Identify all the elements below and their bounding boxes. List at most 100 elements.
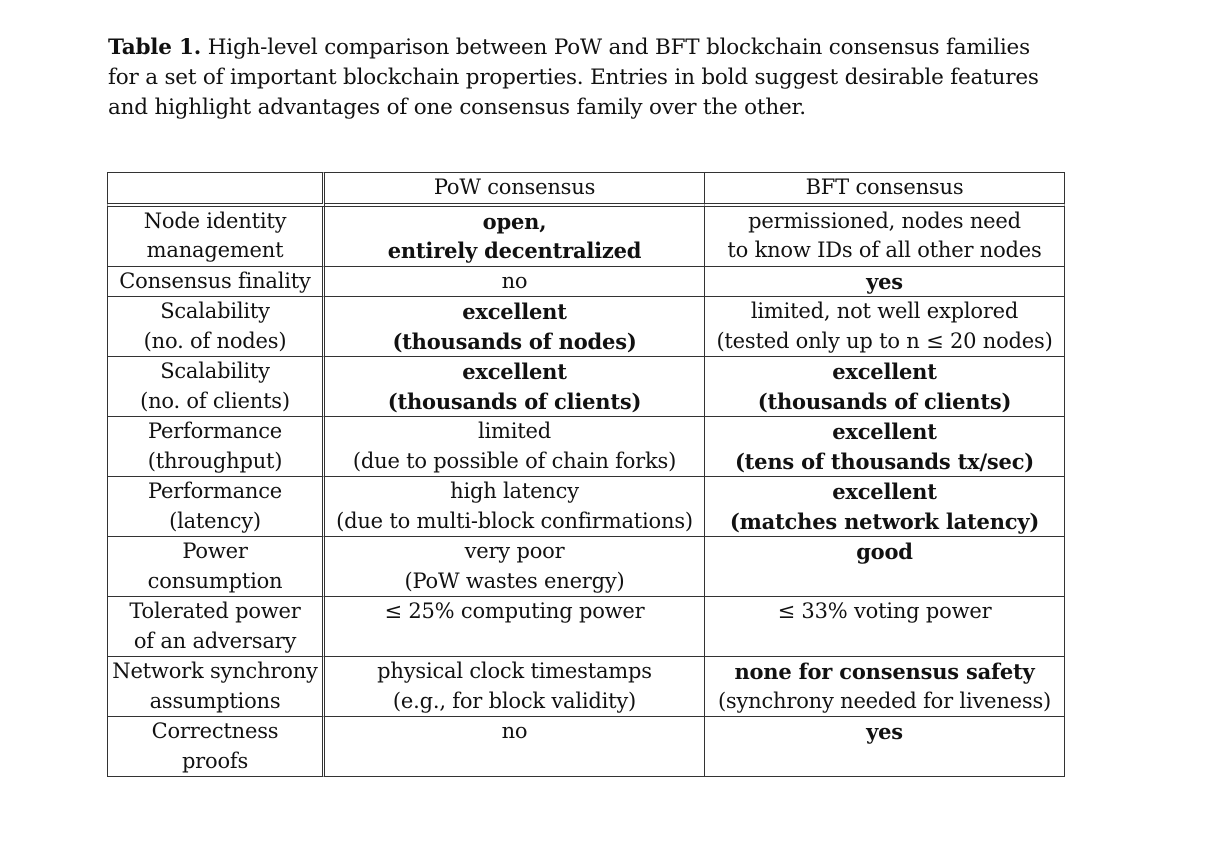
property-cell-line: Scalability <box>160 299 270 323</box>
property-cell: Scalability (no. of clients) <box>107 357 325 417</box>
property-cell-line: Tolerated power <box>129 599 301 623</box>
comparison-table-container: PoW consensus BFT consensus Node identit… <box>107 172 1065 777</box>
bft-cell-line: to know IDs of all other nodes <box>727 238 1042 262</box>
pow-cell-line: ≤ 25% computing power <box>384 599 645 623</box>
property-cell: Node identity management <box>107 206 325 267</box>
property-cell-line: (no. of nodes) <box>143 328 287 353</box>
pow-cell: very poor (PoW wastes energy) <box>325 537 704 597</box>
table-row: Tolerated power of an adversary ≤ 25% comp… <box>107 597 1065 657</box>
bft-cell: excellent (thousands of clients) <box>704 357 1065 417</box>
pow-cell-line: (due to possible of chain forks) <box>352 448 677 473</box>
property-cell-line: Node identity <box>143 208 287 233</box>
pow-cell: no <box>325 717 704 777</box>
header-cell-property <box>107 172 325 207</box>
comparison-table: PoW consensus BFT consensus Node identit… <box>107 172 1065 777</box>
bft-cell: ≤ 33% voting power <box>704 597 1065 657</box>
table-row: Consensus finality no yes <box>107 266 1065 297</box>
header-row: PoW consensus BFT consensus <box>107 172 1065 207</box>
property-cell-line: assumptions <box>149 688 281 713</box>
pow-cell: high latency (due to multi-block confirma… <box>325 477 704 537</box>
property-cell-line: (no. of clients) <box>140 388 290 413</box>
bft-cell-line: permissioned, nodes need <box>748 208 1021 233</box>
property-cell-line: Network synchrony <box>112 659 318 683</box>
pow-cell-line: (thousands of nodes) <box>392 328 637 354</box>
property-cell: Scalability (no. of nodes) <box>107 297 325 357</box>
bft-cell-line: ≤ 33% voting power <box>777 599 992 623</box>
bft-cell-line: excellent <box>832 479 937 504</box>
pow-cell-line: excellent <box>462 359 567 384</box>
pow-cell-line: open, <box>482 208 547 234</box>
property-cell-line: (throughput) <box>147 448 283 473</box>
bft-cell: limited, not well explored (tested only u… <box>704 297 1065 357</box>
pow-cell-line: (due to multi-block confirmations) <box>336 508 693 533</box>
pow-cell-line: excellent <box>462 299 567 324</box>
table-row: Performance (throughput) limited (due to po… <box>107 417 1065 477</box>
table-caption: Table 1. High-level comparison between P… <box>108 33 1068 123</box>
property-cell-line: Performance <box>147 479 283 503</box>
pow-cell: excellent (thousands of clients) <box>325 357 704 417</box>
property-cell-line: Consensus finality <box>119 268 311 293</box>
bft-cell: excellent (matches network latency) <box>704 477 1065 537</box>
bft-cell-line: good <box>856 539 913 564</box>
pow-cell-line: (e.g., for block validity) <box>392 688 637 713</box>
caption-line-1: High-level comparison between PoW and BF… <box>207 35 1030 60</box>
header-cell-pow: PoW consensus <box>325 172 704 207</box>
property-cell-line: Correctness <box>151 719 279 743</box>
bft-cell-line: (tested only up to n ≤ 20 nodes) <box>716 328 1053 353</box>
pow-cell: no <box>325 267 704 297</box>
property-cell-line: of an adversary <box>133 628 297 653</box>
bft-cell: permissioned, nodes need to know IDs of a… <box>704 206 1065 267</box>
pow-cell: excellent (thousands of nodes) <box>325 297 704 357</box>
pow-cell-line: physical clock timestamps <box>377 659 652 683</box>
pow-cell-line: limited <box>478 419 551 443</box>
bft-cell-line: (synchrony needed for liveness) <box>717 688 1052 713</box>
property-cell-line: management <box>146 238 284 262</box>
caption-label: Table 1. <box>108 35 202 60</box>
bft-cell-line: (matches network latency) <box>729 508 1040 534</box>
table-row: Scalability (no. of clients) excellent (tho… <box>107 357 1065 417</box>
property-cell: Performance (throughput) <box>107 417 325 477</box>
comparison-table-body: PoW consensus BFT consensus Node identit… <box>107 172 1065 777</box>
pow-cell-line: entirely decentralized <box>387 238 642 263</box>
pow-cell: limited (due to possible of chain forks) <box>325 417 704 477</box>
property-cell-line: consumption <box>147 568 283 593</box>
bft-cell-line: yes <box>866 268 903 294</box>
bft-cell: yes <box>704 266 1065 297</box>
property-cell: Performance (latency) <box>107 477 325 537</box>
bft-cell-line: limited, not well explored <box>750 299 1019 323</box>
bft-cell-line: excellent <box>832 419 937 444</box>
table-row: Node identity management open, entirely dec… <box>107 206 1065 267</box>
bft-cell-line: (thousands of clients) <box>757 388 1012 414</box>
table-row: Performance (latency) high latency (due to … <box>107 477 1065 537</box>
property-cell-line: Scalability <box>160 359 270 383</box>
bft-cell: good <box>704 537 1065 597</box>
bft-cell: excellent (tens of thousands tx/sec) <box>704 417 1065 477</box>
pow-cell-line: high latency <box>450 479 579 503</box>
caption-line-2: for a set of important blockchain proper… <box>108 65 1039 90</box>
header-cell-bft: BFT consensus <box>704 172 1065 207</box>
pow-cell: ≤ 25% computing power <box>325 597 704 657</box>
pow-cell: open, entirely decentralized <box>325 207 704 267</box>
table-row: Network synchrony assumptions physical clo… <box>107 657 1065 717</box>
bft-cell: yes <box>704 717 1065 777</box>
bft-cell-line: none for consensus safety <box>734 659 1035 684</box>
pow-cell-line: very poor <box>464 539 565 563</box>
property-cell-line: (latency) <box>169 508 261 533</box>
pow-cell-line: (thousands of clients) <box>387 388 642 414</box>
property-cell: Tolerated power of an adversary <box>107 597 325 657</box>
property-cell-line: proofs <box>181 748 249 773</box>
property-cell-line: Performance <box>147 419 283 443</box>
pow-cell: physical clock timestamps (e.g., for bloc… <box>325 657 704 717</box>
bft-cell-line: excellent <box>832 359 937 384</box>
caption-line-3: and highlight advantages of one consensu… <box>108 95 806 120</box>
property-cell: Network synchrony assumptions <box>107 657 325 717</box>
pow-cell-line: (PoW wastes energy) <box>404 568 625 593</box>
bft-cell-line: (tens of thousands tx/sec) <box>734 448 1035 474</box>
table-row: Scalability (no. of nodes) excellent (thous… <box>107 297 1065 357</box>
property-cell: Correctness proofs <box>107 717 325 777</box>
bft-cell: none for consensus safety (synchrony need… <box>704 657 1065 717</box>
pow-cell-line: no <box>501 268 528 293</box>
